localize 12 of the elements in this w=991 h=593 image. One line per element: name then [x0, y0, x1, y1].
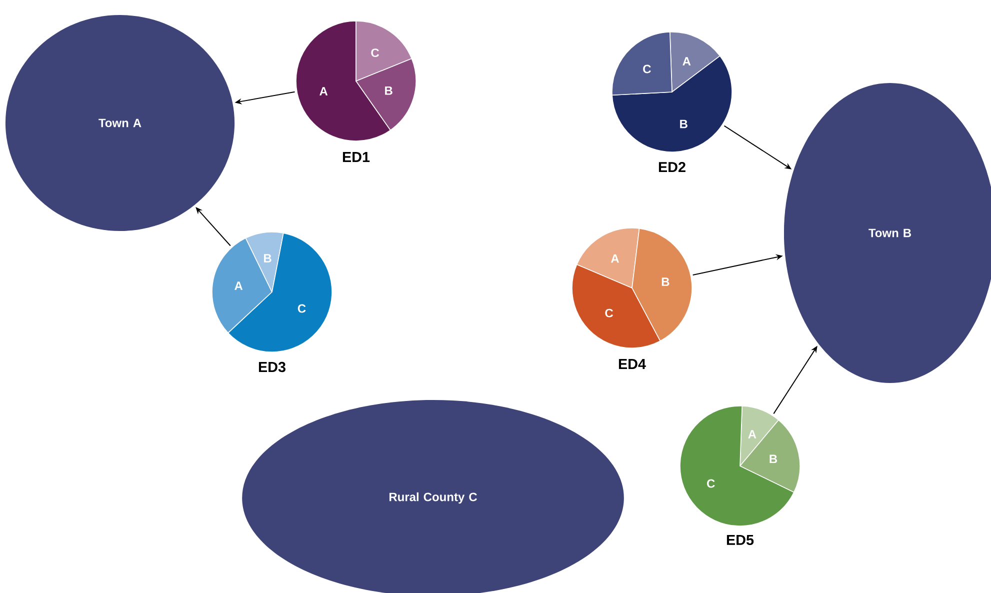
pie-chart: A B C: [296, 20, 416, 142]
pie-label: ED5: [726, 534, 754, 546]
pie-label: ED3: [258, 362, 286, 372]
pie-chart: A B C: [212, 232, 332, 352]
node-label: B: [662, 278, 670, 286]
pie-label: ED1: [342, 152, 370, 162]
pie-chart: A B C: [680, 406, 800, 526]
pie-label: ED2: [658, 162, 686, 172]
pie-chart: A B C: [572, 228, 692, 348]
node-label: A: [610, 254, 620, 263]
pie-label: ED4: [618, 359, 646, 369]
pie-chart: A B C: [612, 32, 732, 152]
